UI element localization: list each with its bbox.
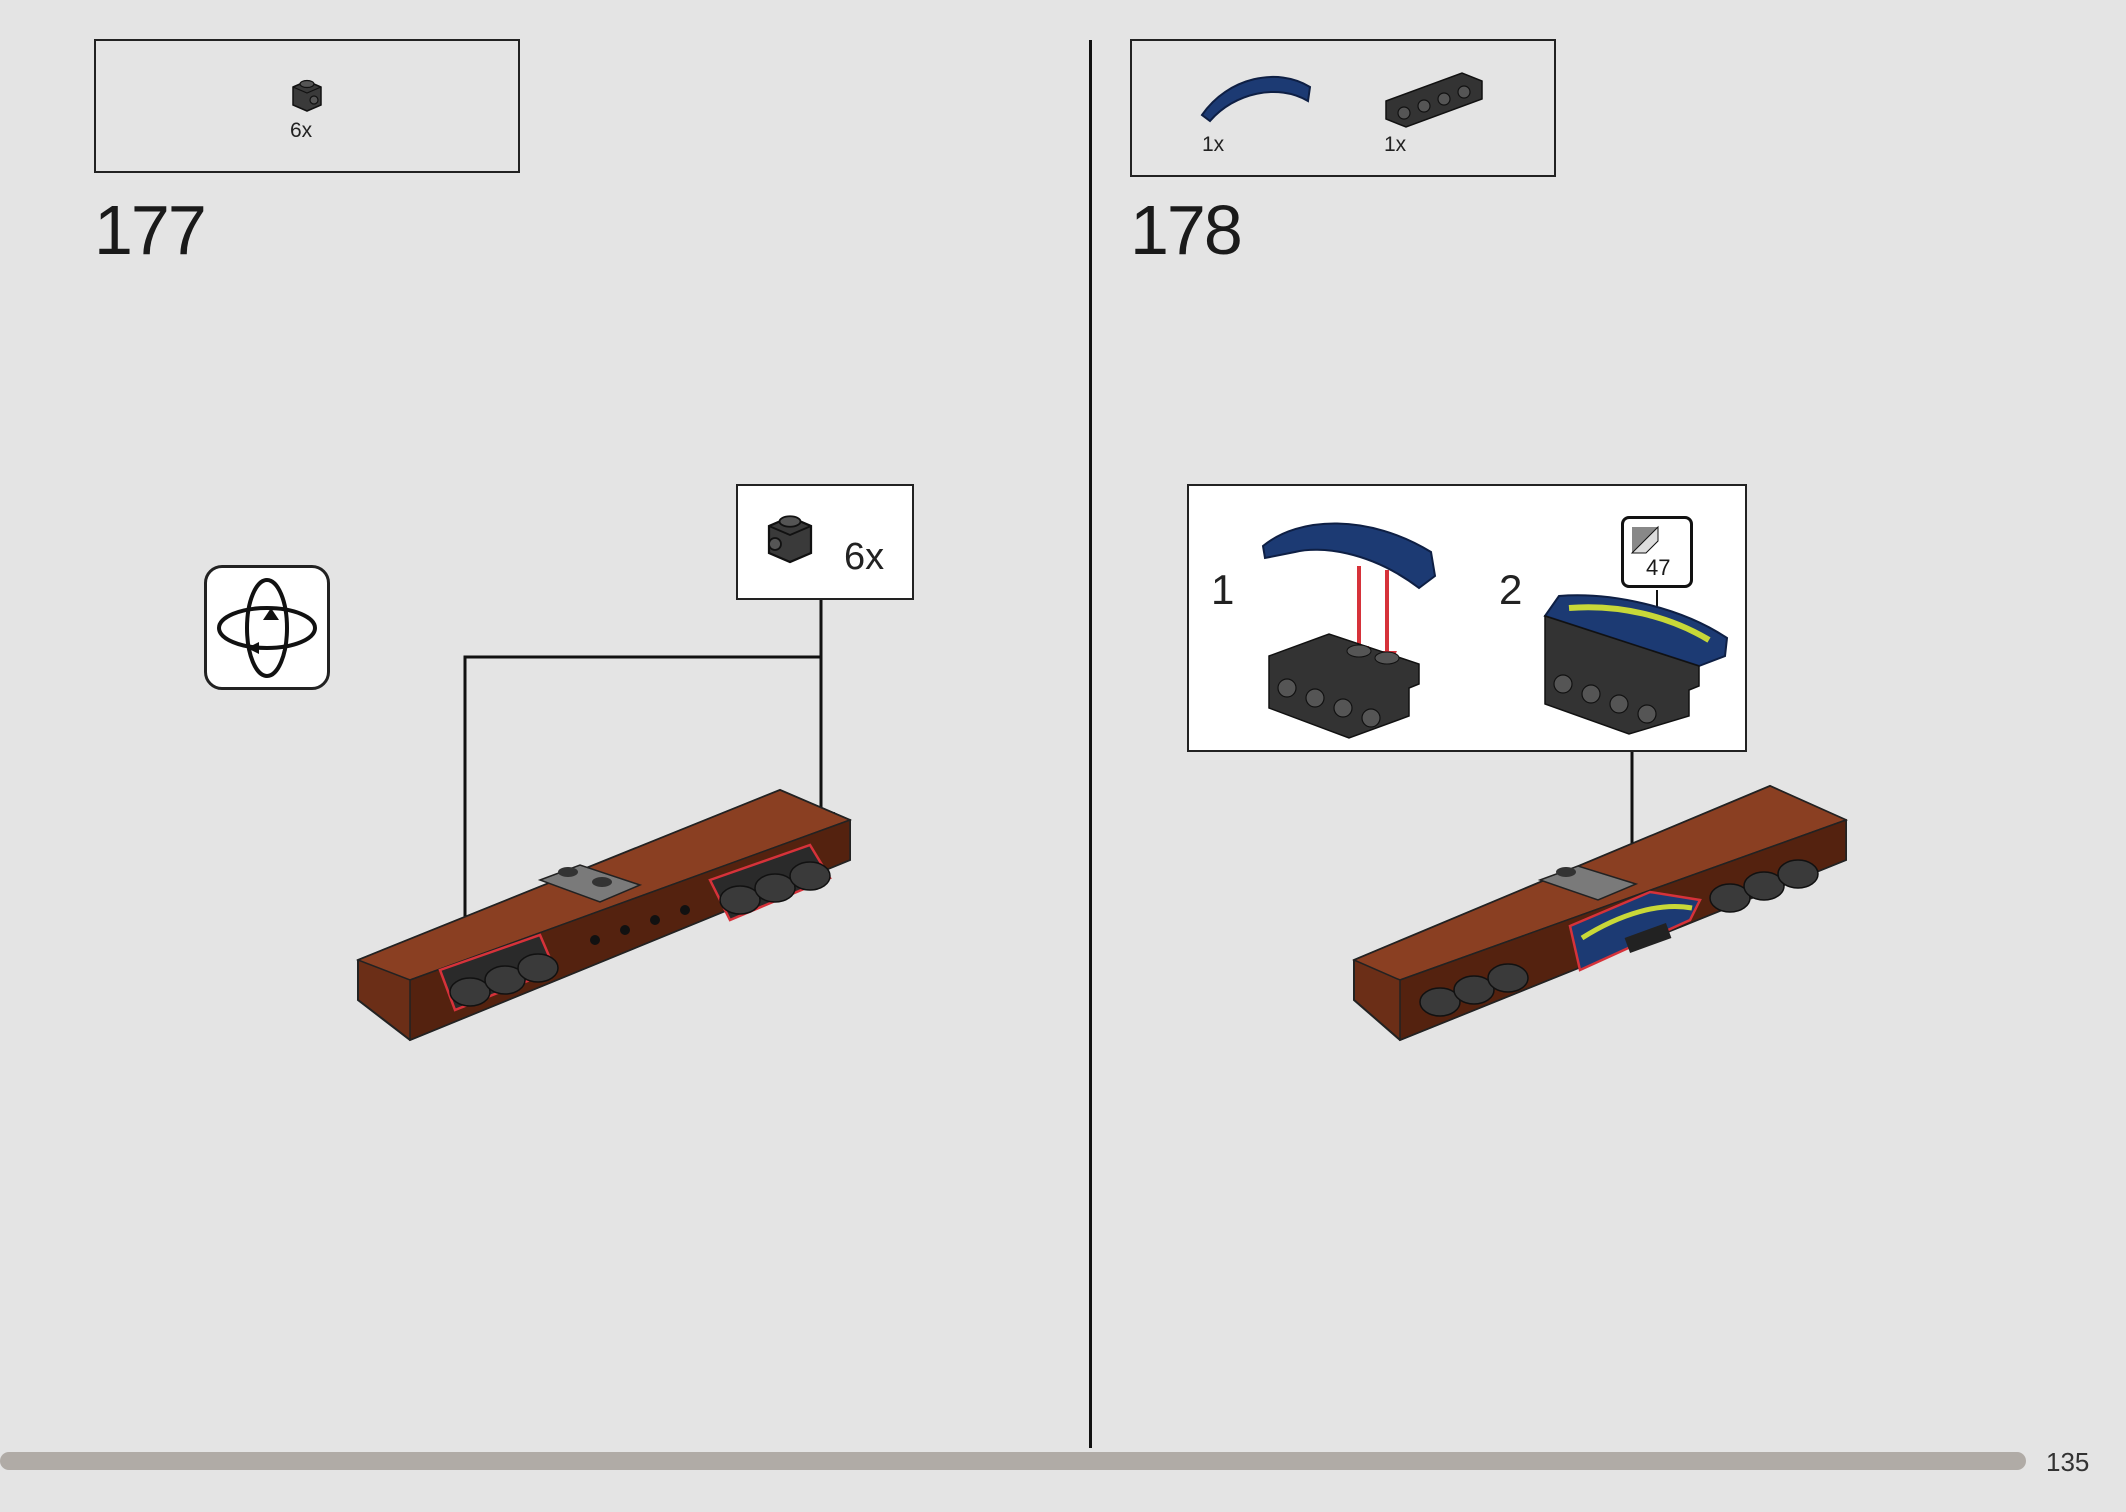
progress-bar: [0, 1452, 2026, 1470]
substep-1-illustration: [1261, 522, 1437, 739]
substep-number: 1: [1211, 566, 1235, 613]
part-quantity: 1x: [1202, 133, 1225, 156]
substep-2-illustration: [1543, 590, 1729, 735]
sticker-number: 47: [1646, 555, 1671, 580]
sticker-indicator: 47: [1621, 516, 1693, 588]
step-number-177: 177: [94, 191, 207, 269]
callout-quantity: 6x: [844, 536, 885, 578]
parts-list-box-177: 6x: [94, 39, 520, 173]
page-number: 135: [2046, 1447, 2090, 1477]
rotate-model-icon: [204, 565, 330, 690]
model-assembly-178: [1352, 784, 1849, 1042]
page-divider: [1089, 40, 1092, 1448]
part-quantity: 1x: [1384, 133, 1407, 156]
bracket-plate-part-icon: [1385, 72, 1483, 128]
model-assembly-177: [355, 788, 853, 1042]
round-brick-part-icon: [767, 515, 813, 564]
step-number-178: 178: [1130, 191, 1243, 269]
parts-list-box-178: 1x 1x: [1130, 39, 1556, 177]
part-callout-177: 6x: [736, 484, 914, 600]
sticker-peel-icon: [1630, 525, 1659, 554]
substep-number: 2: [1499, 566, 1523, 613]
substep-callout-178: 1 2 47: [1187, 484, 1747, 752]
curved-slope-part-icon: [1200, 75, 1312, 123]
part-quantity: 6x: [290, 119, 313, 142]
round-brick-part-icon: [292, 79, 322, 112]
